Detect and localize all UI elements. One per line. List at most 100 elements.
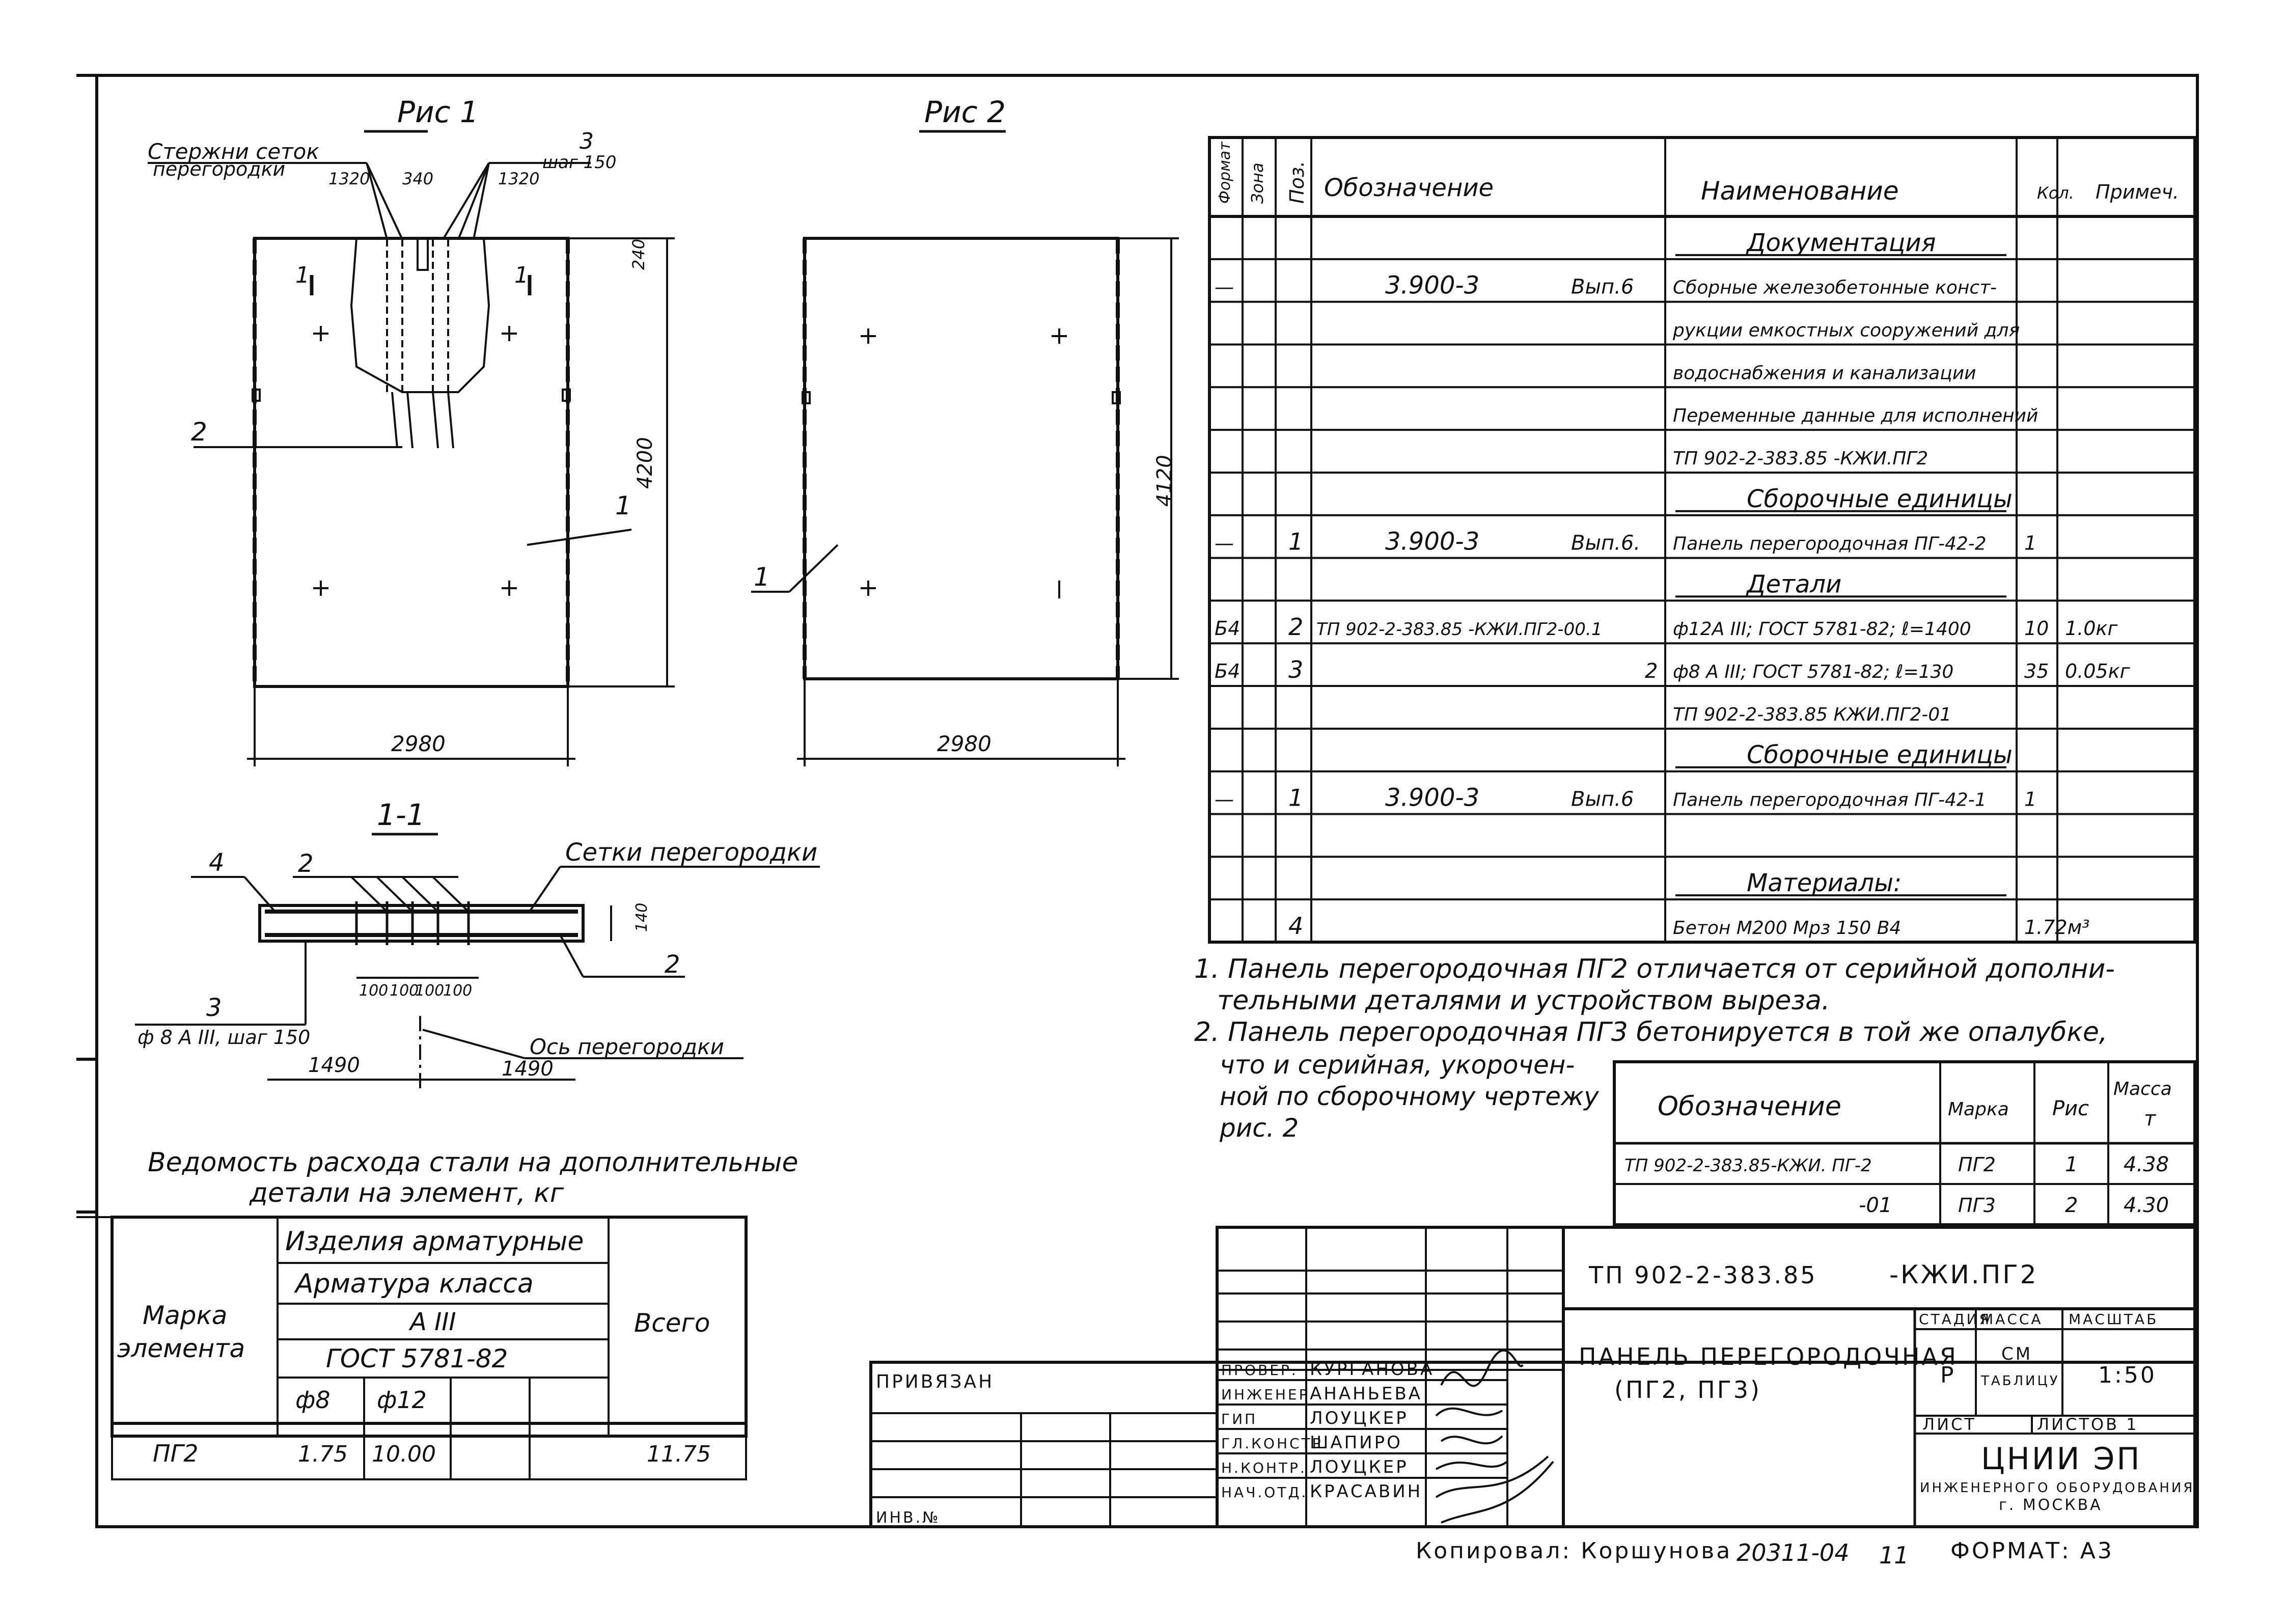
section-bar-leader-c (401, 876, 439, 913)
section-bar-leader-d (432, 876, 470, 913)
section-mesh-label: Сетки перегородки (565, 838, 817, 867)
steel-title-2: детали на элемент, кг (249, 1178, 564, 1208)
fig1-panel-outline (253, 237, 569, 688)
fig1-mesh-leader-b (366, 162, 403, 240)
copied-by: Копировал: Коршунова (1416, 1538, 1732, 1564)
fig1-bar-tail-b (406, 392, 414, 449)
section-pos4: 4 (209, 848, 225, 877)
variants-table: Обозначение Марка Рис Масса т ТП 902-2-3… (1613, 1060, 2196, 1226)
figure-2: Рис 2 4120 1 2980 (751, 95, 1179, 766)
section-dim-right: 1490 (502, 1057, 554, 1081)
spec-cell-doc-no: Вып.6. (1571, 532, 1640, 555)
order-no: 20311-04 (1737, 1539, 1849, 1566)
spec-cell-format: — (1215, 788, 1234, 811)
note-2b: что и серийная, укорочен- (1220, 1050, 1575, 1080)
mass-value-2: ТАБЛИЦУ (1980, 1373, 2060, 1389)
fig1-dim-1320a: 1320 (328, 169, 370, 188)
spec-cell-qty: 1 (2024, 788, 2036, 811)
note-1a: 1. Панель перегородочная ПГ2 отличается … (1194, 954, 2115, 984)
section-1-1: 1-1 4 2 Сетки перегородки 140 2 3 ф 8 А … (135, 797, 820, 1090)
section-dim-100-b: 100 (390, 982, 419, 1000)
steel-table: Ведомость расхода стали на дополнительны… (76, 1147, 798, 1480)
note-2a: 2. Панель перегородочная ПГ3 бетонируетс… (1194, 1017, 2107, 1048)
fig1-pos1-leader (527, 529, 632, 546)
section-added-bars (355, 901, 470, 945)
fig2-dim-height: 4120 (1153, 455, 1176, 507)
fig1-pos3-leader-a (442, 162, 490, 240)
fig1-dim-1320b: 1320 (498, 169, 539, 188)
spec-cell-name: Переменные данные для исполнений (1673, 405, 2038, 426)
spec-row: Документация (1675, 229, 2006, 257)
doc-suffix: -КЖИ.ПГ2 (1889, 1260, 2039, 1289)
doc-name-1: ПАНЕЛЬ ПЕРЕГОРОДОЧНАЯ (1579, 1343, 1958, 1370)
signer-name: АНАНЬЕВА (1310, 1384, 1422, 1404)
variants-r2-designation: -01 (1859, 1194, 1892, 1217)
sheets-label: ЛИСТОВ 1 (2037, 1415, 2139, 1434)
fig1-pos3-leader-b (457, 162, 490, 240)
fig1-cut-mark-right: 1 (514, 262, 529, 288)
signer-name: ЛОУЦКЕР (1310, 1408, 1409, 1428)
spec-table: Формат Зона Поз. Обозначение Наименовани… (1208, 136, 2196, 944)
section-bar-leader-b (376, 876, 414, 913)
spec-row: ТП 902-2-383.85 КЖИ.ПГ2-01 (1673, 704, 1951, 725)
fig1-pos1: 1 (615, 491, 631, 520)
spec-cell-pos: 4 (1288, 912, 1303, 940)
spec-cell-name: Сборные железобетонные конст- (1673, 278, 1997, 298)
variants-h-mass-unit: т (2144, 1107, 2157, 1131)
variants-r2-mark: ПГ3 (1958, 1194, 1996, 1217)
fig2-pos1: 1 (754, 562, 770, 592)
fig2-panel-outline (803, 237, 1119, 680)
spec-cell-note: 0.05кг (2065, 660, 2131, 682)
section-dim-140: 140 (633, 903, 651, 932)
stage-value: Р (1940, 1362, 1956, 1388)
figure-1: Рис 1 Стержни сеток перегородки 1320 340… (148, 95, 675, 766)
format-label: ФОРМАТ: А3 (1950, 1538, 2114, 1564)
spec-cell-note: 1.0кг (2065, 617, 2118, 640)
spec-row: Переменные данные для исполнений (1673, 405, 2038, 426)
spec-h-qty: Кол. (2037, 183, 2074, 203)
fig1-lifting-marks (313, 326, 517, 596)
scale-header: МАСШТАБ (2069, 1311, 2158, 1328)
fig1-cutout-notch (417, 238, 429, 271)
fig1-bar-tail-c (432, 392, 439, 449)
doc-name-2: (ПГ2, ПГ3) (1614, 1376, 1761, 1403)
steel-h-d12: ф12 (377, 1386, 427, 1414)
signer-role: ПРОВЕР. (1221, 1362, 1298, 1379)
signer-role: Н.КОНТР. (1221, 1460, 1307, 1476)
spec-row: ТП 902-2-383.85 -КЖИ.ПГ2 (1673, 448, 1928, 469)
section-pos3: 3 (206, 994, 222, 1022)
notes: 1. Панель перегородочная ПГ2 отличается … (1194, 954, 2115, 1143)
signer-name: КУРГАНОВА (1310, 1359, 1434, 1380)
spec-cell-doc-no: 2 (1645, 659, 1658, 683)
spec-h-note: Примеч. (2096, 181, 2179, 203)
spec-row: Материалы: (1675, 869, 2006, 897)
variants-r1-fig: 1 (2065, 1153, 2078, 1176)
section-pos2-top: 2 (298, 849, 314, 878)
spec-cell-designation: 3.900-3 (1385, 271, 1479, 300)
org-city: г. МОСКВА (1999, 1496, 2103, 1514)
spec-row: водоснабжения и канализации (1673, 363, 1976, 383)
spec-cell-qty: 35 (2024, 660, 2049, 682)
spec-cell-format: — (1215, 276, 1234, 298)
section-axis-label: Ось перегородки (530, 1034, 724, 1059)
fig1-bar-tail-d (447, 392, 454, 449)
fig1-pos2: 2 (191, 417, 207, 447)
org-dept: ИНЖЕНЕРНОГО ОБОРУДОВАНИЯ (1920, 1480, 2194, 1496)
spec-cell-format: — (1215, 532, 1234, 555)
variants-r1-mass: 4.38 (2124, 1153, 2169, 1176)
steel-col-mark-1: Марка (143, 1301, 227, 1330)
fig1-pos3-leader-c (473, 162, 490, 240)
steel-h-gost: ГОСТ 5781-82 (326, 1344, 508, 1373)
section-pos2-right: 2 (665, 950, 680, 979)
section-title: 1-1 (377, 797, 425, 832)
spec-row-lines (1209, 258, 2195, 901)
fig1-dim-240: 240 (629, 239, 648, 270)
spec-cell-name: Материалы: (1747, 869, 1902, 897)
